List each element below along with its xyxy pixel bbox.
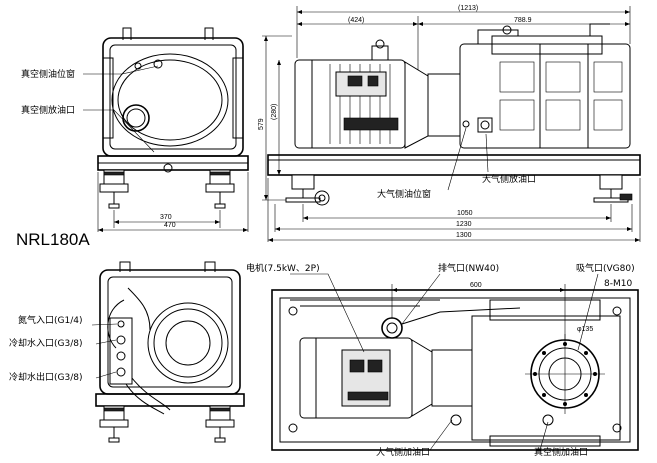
label-oil-drain-atm: 大气侧放油口 [482,173,536,185]
dim-1300: 1300 [456,232,472,239]
label-motor: 电机(7.5kW、2P) [246,262,320,274]
label-oil-window-atm: 大气侧油位窗 [377,188,431,200]
label-oil-fill-atm: 大气侧加油口 [376,446,430,458]
label-oil-fill-vacuum: 真空侧加油口 [534,446,588,458]
label-intake: 吸气口(VG80) [576,262,635,274]
label-oil-drain-vacuum: 真空侧放油口 [21,104,75,116]
label-cooling-in: 冷却水入口(G3/8) [9,337,82,349]
side-view: (1213) (424) 788.9 579 (280) 1050 1230 [258,5,641,242]
front-view: 370 470 [83,27,249,232]
dim-424: (424) [348,17,364,24]
dim-135: φ135 [577,326,593,333]
top-view: 600 φ135 [271,273,639,451]
dim-370: 370 [160,214,172,221]
label-oil-window-vacuum: 真空侧油位窗 [21,68,75,80]
model-name: NRL180A [16,230,90,249]
dim-280: (280) [271,104,278,120]
dim-470: 470 [164,222,176,229]
dim-1050: 1050 [457,210,473,217]
rear-view [91,261,245,443]
dim-600: 600 [470,282,482,289]
label-nitrogen-inlet: 氮气入口(G1/4) [18,314,82,326]
label-cooling-out: 冷却水出口(G3/8) [9,371,82,383]
label-bolts: 8-M10 [604,279,632,289]
dim-1213: (1213) [458,5,478,12]
dim-788: 788.9 [514,17,532,24]
dim-579: 579 [258,118,265,130]
dim-1230: 1230 [456,221,472,228]
label-exhaust: 排气口(NW40) [438,262,499,274]
